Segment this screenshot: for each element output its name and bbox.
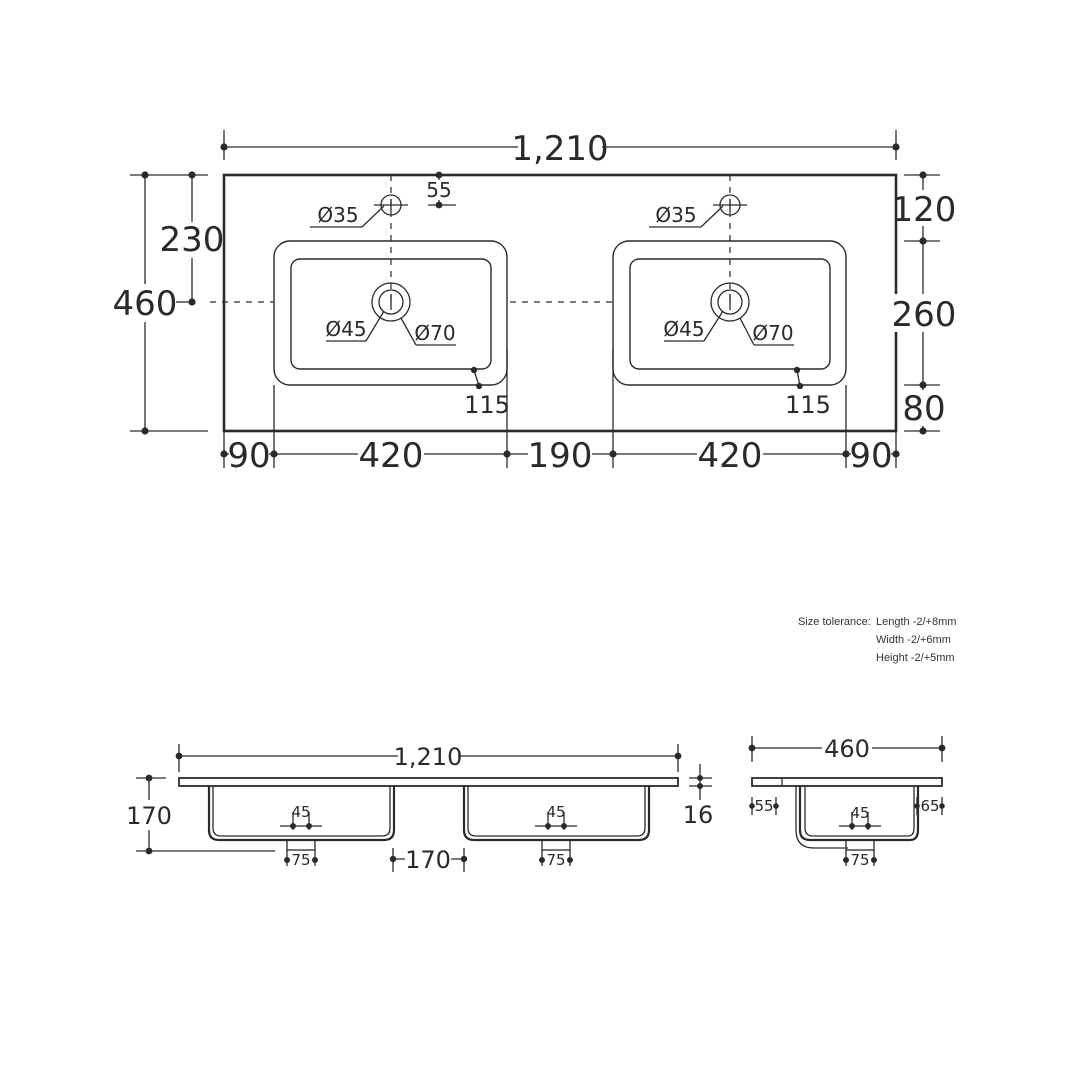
- bottom-gap: 190: [528, 436, 593, 476]
- right-back-dim: 120: [892, 190, 957, 230]
- side-front-offset: 65: [920, 797, 939, 815]
- front-left-outlet: 75: [291, 851, 310, 869]
- front-right-outlet: 75: [546, 851, 565, 869]
- front-right-waste-width: 45: [546, 803, 565, 821]
- top-view: 1,210 460 230 Ø35: [110, 128, 956, 476]
- side-outlet: 75: [850, 851, 869, 869]
- side-waste-width: 45: [850, 804, 869, 822]
- waste-inner-icon: [717, 289, 743, 315]
- side-back-offset: 55: [754, 797, 773, 815]
- right-basin: Ø35 Ø45 Ø70 115: [612, 175, 847, 419]
- waste-outer-icon: [371, 282, 411, 322]
- tolerance-label: Size tolerance:: [798, 616, 871, 628]
- top-overall-width: 1,210: [511, 129, 608, 169]
- left-basin-corner: 115: [464, 391, 510, 419]
- tolerance-width: Width -2/+6mm: [876, 634, 951, 646]
- tap-hole-icon: [719, 194, 741, 216]
- bottom-left-margin: 90: [227, 436, 270, 476]
- right-waste-inner-dia: Ø45: [663, 317, 704, 341]
- right-basin-corner: 115: [785, 391, 831, 419]
- front-top-thickness: 16: [683, 801, 714, 829]
- bottom-left-bowl: 420: [359, 436, 424, 476]
- waste-inner-icon: [378, 289, 404, 315]
- side-view: 460 55 65 45 75: [748, 733, 946, 869]
- right-waste-outer-dia: Ø70: [752, 321, 793, 345]
- front-view: 1,210 45 75 45 75: [126, 740, 713, 874]
- tap-hole-icon: [380, 194, 402, 216]
- tolerance-height: Height -2/+5mm: [876, 652, 955, 664]
- right-front-dim: 80: [902, 389, 945, 429]
- front-overall-width: 1,210: [394, 743, 463, 771]
- bottom-right-margin: 90: [849, 436, 892, 476]
- top-overall-depth: 460: [113, 284, 178, 324]
- tolerance-length: Length -2/+8mm: [876, 616, 956, 628]
- right-bowl-dim: 260: [892, 295, 957, 335]
- top-tap-to-bowl-centre: 230: [160, 220, 225, 260]
- front-overall-height: 170: [126, 802, 172, 830]
- front-basin-gap: 170: [405, 846, 451, 874]
- left-basin: Ø35 Ø45 Ø70 115: [273, 175, 510, 419]
- left-waste-inner-dia: Ø45: [325, 317, 366, 341]
- bottom-right-bowl: 420: [698, 436, 763, 476]
- top-tap-offset: 55: [426, 178, 451, 202]
- side-overall-depth: 460: [824, 735, 870, 763]
- left-tap-hole-dia: Ø35: [317, 203, 358, 227]
- left-waste-outer-dia: Ø70: [414, 321, 455, 345]
- size-tolerance: Size tolerance: Length -2/+8mm Width -2/…: [798, 616, 956, 664]
- right-tap-hole-dia: Ø35: [655, 203, 696, 227]
- waste-outer-icon: [710, 282, 750, 322]
- front-left-waste-width: 45: [291, 803, 310, 821]
